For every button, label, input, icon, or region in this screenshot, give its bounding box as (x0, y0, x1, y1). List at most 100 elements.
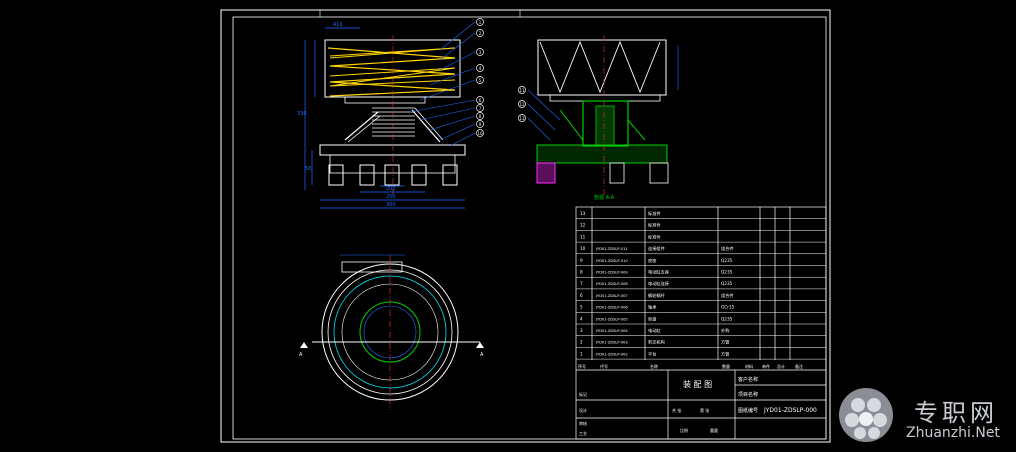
parts-cell: 13 (580, 211, 586, 216)
parts-cell: JYD01-ZDSLP-008 (595, 282, 628, 286)
parts-cell: JYD01-ZDSLP-003 (595, 341, 628, 345)
sign-row-4: 工艺 (579, 431, 587, 436)
parts-cell: GCr15 (721, 305, 735, 310)
parts-cell: 12 (580, 223, 586, 228)
view-mark-right: A (480, 352, 484, 358)
parts-cell: 方管 (721, 350, 729, 357)
parts-cell: 电动缸连接 (648, 280, 670, 287)
balloon-1: 1 (479, 20, 482, 25)
balloon-4: 4 (479, 66, 482, 71)
parts-cell: 5 (580, 305, 583, 310)
parts-cell: 10 (580, 246, 586, 251)
parts-cell: 3 (580, 328, 583, 333)
watermark-ball-icon (839, 388, 893, 442)
balloon-13: 13 (519, 116, 525, 121)
dim-top: 410 (333, 22, 343, 28)
parts-cell: JYD01-ZDSLP-004 (595, 329, 628, 333)
dim-bottom-2: 250 (386, 194, 396, 200)
title-text: 装 配 图 (683, 379, 712, 389)
parts-cell: 外购 (721, 327, 729, 334)
customer-label: 客户名称 (738, 376, 758, 383)
front-view: 410 330 50 200 250 300 (297, 18, 484, 209)
drawing-no-label: 图纸编号 (738, 407, 758, 414)
parts-header-cell: 备注 (795, 363, 803, 369)
inner-frame (232, 16, 827, 440)
parts-header-cell: 名称 (650, 363, 658, 369)
parts-cell: 11 (580, 234, 586, 239)
balloon-7: 7 (479, 106, 482, 111)
parts-cell: 9 (580, 258, 583, 263)
parts-cell: JYD01-ZDSLP-002 (595, 352, 628, 356)
drawing-number: JYD01-ZDSLP-000 (763, 407, 817, 414)
parts-cell: JYD01-ZDSLP-007 (595, 294, 628, 298)
parts-cell: 组合件 (721, 292, 734, 299)
parts-cell: 蜗轮蜗杆 (648, 292, 666, 299)
parts-cell: JYD01-ZDSLP-010 (595, 259, 628, 263)
parts-cell: Q235 (721, 258, 733, 263)
parts-cell: 标准件 (648, 210, 661, 217)
watermark-cn: 专职网 (914, 399, 998, 427)
parts-cell: 轴承 (648, 304, 657, 311)
top-view: A A (299, 254, 484, 410)
title-block (575, 206, 827, 440)
project-label: 项目名称 (738, 391, 758, 398)
footer-3: 比例 (680, 427, 688, 433)
parts-header-cell: 材料 (745, 363, 753, 369)
footer-4: 重量 (710, 427, 718, 433)
scissor-hatch (327, 47, 456, 97)
parts-cell: 2 (580, 340, 583, 345)
parts-cell: Q235 (721, 316, 733, 321)
parts-cell: 8 (580, 270, 583, 275)
parts-cell: Q235 (721, 270, 733, 275)
parts-cell: JYD01-ZDSLP-005 (595, 317, 628, 321)
balloon-11: 11 (519, 88, 525, 93)
balloon-5: 5 (479, 78, 482, 83)
parts-cell: 剪叉机构 (648, 339, 665, 346)
footer-1: 共 张 (672, 407, 681, 413)
parts-cell: 连接组件 (648, 245, 665, 252)
parts-cell: JYD01-ZDSLP-006 (595, 306, 628, 310)
sign-row-2: 设计 (579, 407, 587, 413)
dim-bottom-1: 200 (386, 186, 396, 192)
balloon-12: 12 (519, 102, 525, 107)
parts-cell: 6 (580, 293, 583, 298)
parts-cell: 平台 (648, 350, 656, 357)
parts-cell: 组合件 (721, 245, 734, 252)
parts-header-cell: 总计 (777, 363, 785, 369)
parts-header-cell: 单件 (762, 363, 770, 369)
section-view: 11 12 13 剖视 A-A (518, 35, 679, 201)
parts-cell: JYD01-ZDSLP-011 (595, 247, 628, 251)
balloon-3: 3 (479, 50, 482, 55)
balloon-10: 10 (477, 131, 483, 136)
worm-gear-coil (372, 107, 415, 137)
parts-cell: 电动缸支座 (648, 269, 669, 276)
parts-cell: 4 (580, 316, 583, 321)
parts-header-cell: 序号 (578, 363, 586, 369)
parts-cell: 标准件 (648, 222, 661, 229)
dim-foot: 50 (305, 166, 311, 172)
balloon-column-left (476, 18, 484, 137)
dim-bottom-3: 300 (386, 202, 396, 208)
parts-cell: 标准件 (648, 233, 661, 240)
balloon-8: 8 (479, 114, 482, 119)
outer-frame (220, 9, 831, 443)
balloon-6: 6 (479, 98, 482, 103)
balloon-9: 9 (479, 122, 482, 127)
parts-cell: 电动缸 (648, 327, 661, 334)
view-mark-left: A (299, 352, 303, 358)
sign-row-1: 标记 (579, 391, 587, 397)
parts-cell: 方管 (721, 339, 729, 346)
parts-header-cell: 代号 (600, 363, 608, 369)
parts-cell: 转盘 (648, 315, 656, 322)
parts-cell: 1 (580, 351, 583, 356)
watermark-en: Zhuanzhi.Net (906, 425, 1000, 441)
parts-cell: 7 (580, 281, 583, 286)
parts-cell: JYD01-ZDSLP-009 (595, 271, 628, 275)
parts-cell: 底座 (648, 257, 656, 264)
dim-height: 330 (297, 111, 307, 117)
section-label: 剖视 A-A (594, 194, 615, 201)
watermark: 专职网 Zhuanzhi.Net (836, 385, 1006, 445)
sign-row-3: 审核 (579, 420, 587, 426)
